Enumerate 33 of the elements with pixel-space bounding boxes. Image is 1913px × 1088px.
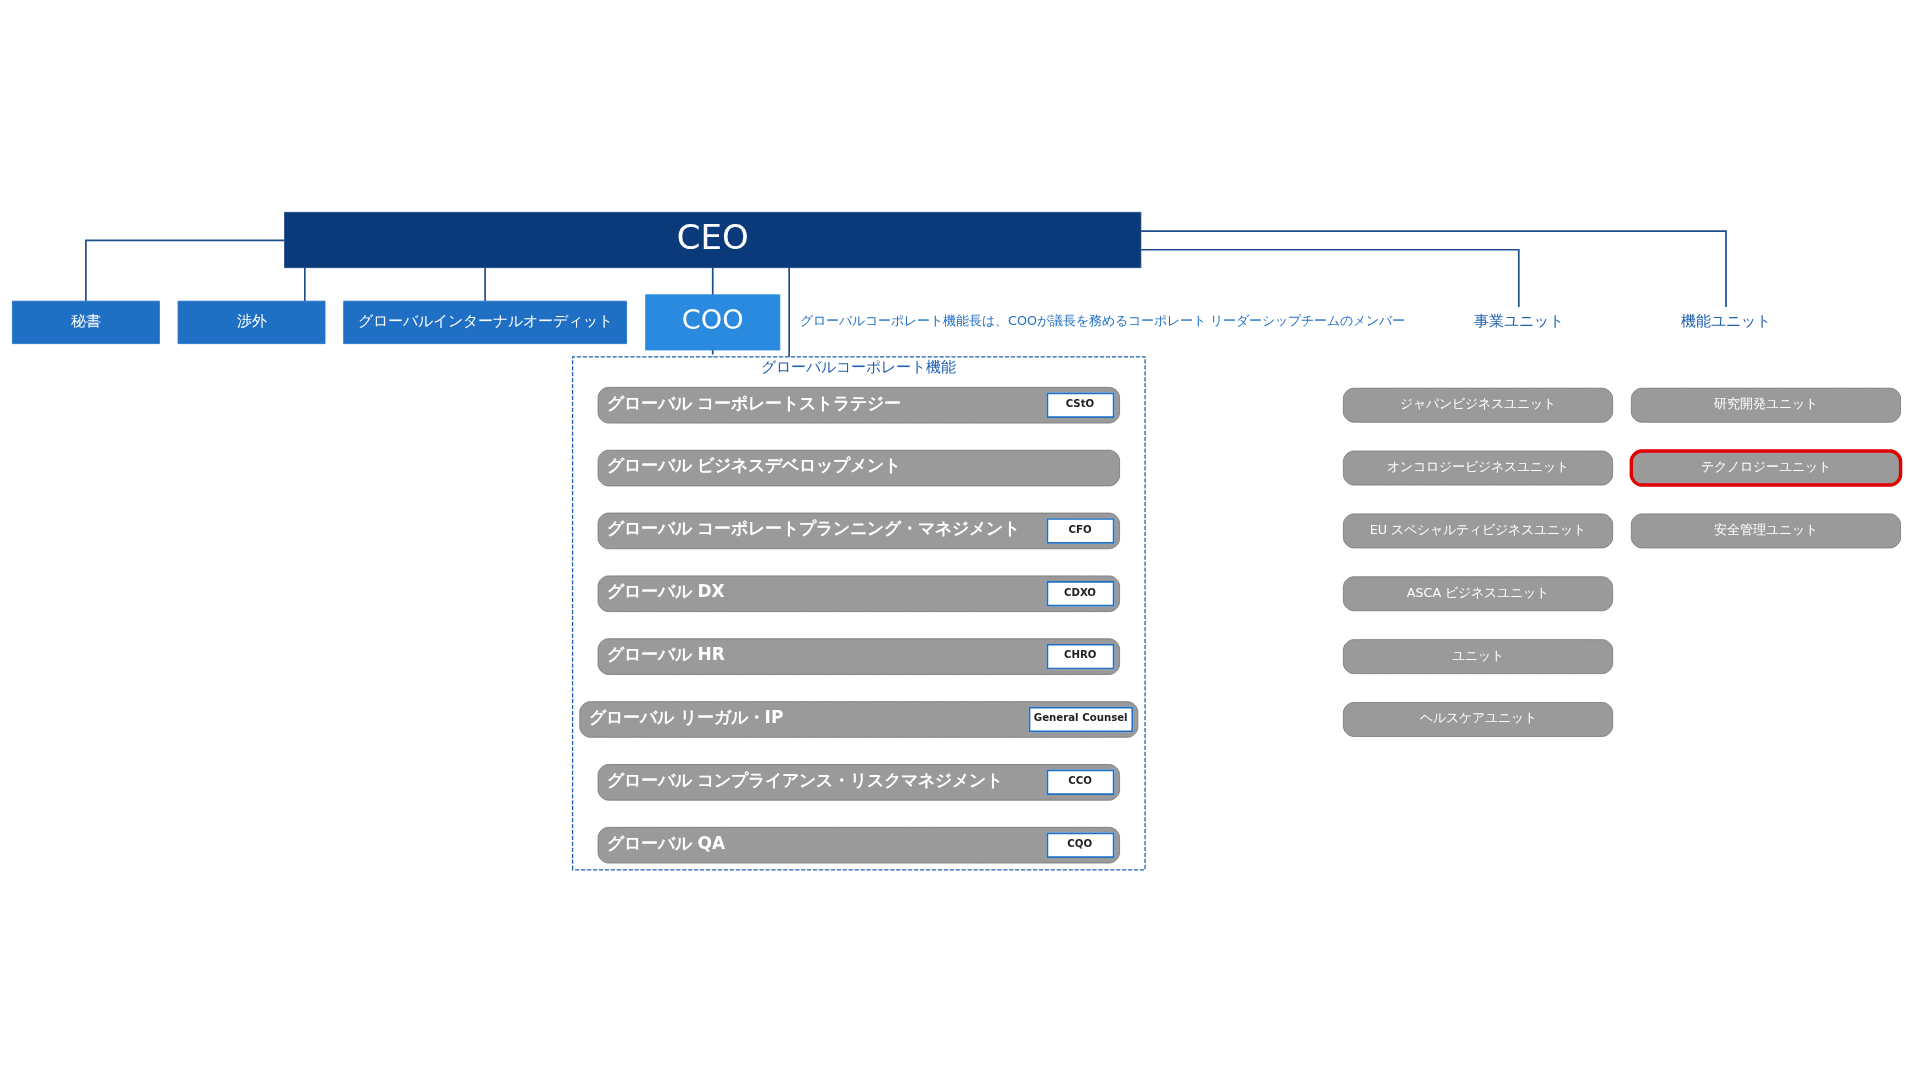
- node-box: ヘルスケアユニット: [1342, 701, 1614, 737]
- node-box: グローバル コーポレートプランニング・マネジメント CFO: [597, 512, 1120, 549]
- node-box: 研究開発ユニット: [1630, 387, 1901, 423]
- node-box: EU スペシャルティビジネスユニット: [1342, 513, 1614, 548]
- node-box: ユニット: [1342, 638, 1614, 674]
- node-text: 機能ユニット: [1681, 311, 1772, 330]
- connector: [1140, 229, 1727, 308]
- connector: [484, 266, 486, 302]
- node-box: ジャパンビジネスユニット: [1342, 387, 1614, 423]
- node-text: 事業ユニット: [1473, 311, 1564, 330]
- connector: [788, 266, 790, 358]
- node-box: CEO: [284, 211, 1142, 268]
- node-box: グローバル ビジネスデベロップメント: [597, 449, 1120, 486]
- node-box: 渉外: [177, 300, 326, 344]
- node-box: グローバルインターナルオーディット: [343, 300, 627, 344]
- node-box: COO: [645, 293, 781, 350]
- node-box: グローバル DX CDXO: [597, 575, 1120, 612]
- connector: [85, 239, 286, 302]
- node-box: ASCA ビジネスユニット: [1342, 575, 1614, 611]
- connector: [1140, 248, 1520, 308]
- node-box: グローバル QA CQO: [597, 826, 1120, 863]
- connector: [711, 266, 714, 295]
- node-box: グローバル HR CHRO: [597, 637, 1120, 675]
- node-box: 安全管理ユニット: [1630, 513, 1901, 548]
- label: グローバルコーポレート機能長は、COOが議長を務めるコーポレート リーダーシップチームのメンバー: [800, 312, 1406, 328]
- node-box: グローバル リーガル・IP General Counsel: [579, 700, 1139, 738]
- connector: [711, 348, 714, 358]
- node-box: グローバル コーポレートストラテジー CStO: [597, 386, 1120, 423]
- node-box: グローバル コンプライアンス・リスクマネジメント CCO: [597, 763, 1120, 801]
- connector: [303, 266, 306, 302]
- node-box: テクノロジーユニット: [1629, 448, 1903, 487]
- node-box: 秘書: [12, 300, 160, 344]
- node-box: オンコロジービジネスユニット: [1342, 450, 1614, 485]
